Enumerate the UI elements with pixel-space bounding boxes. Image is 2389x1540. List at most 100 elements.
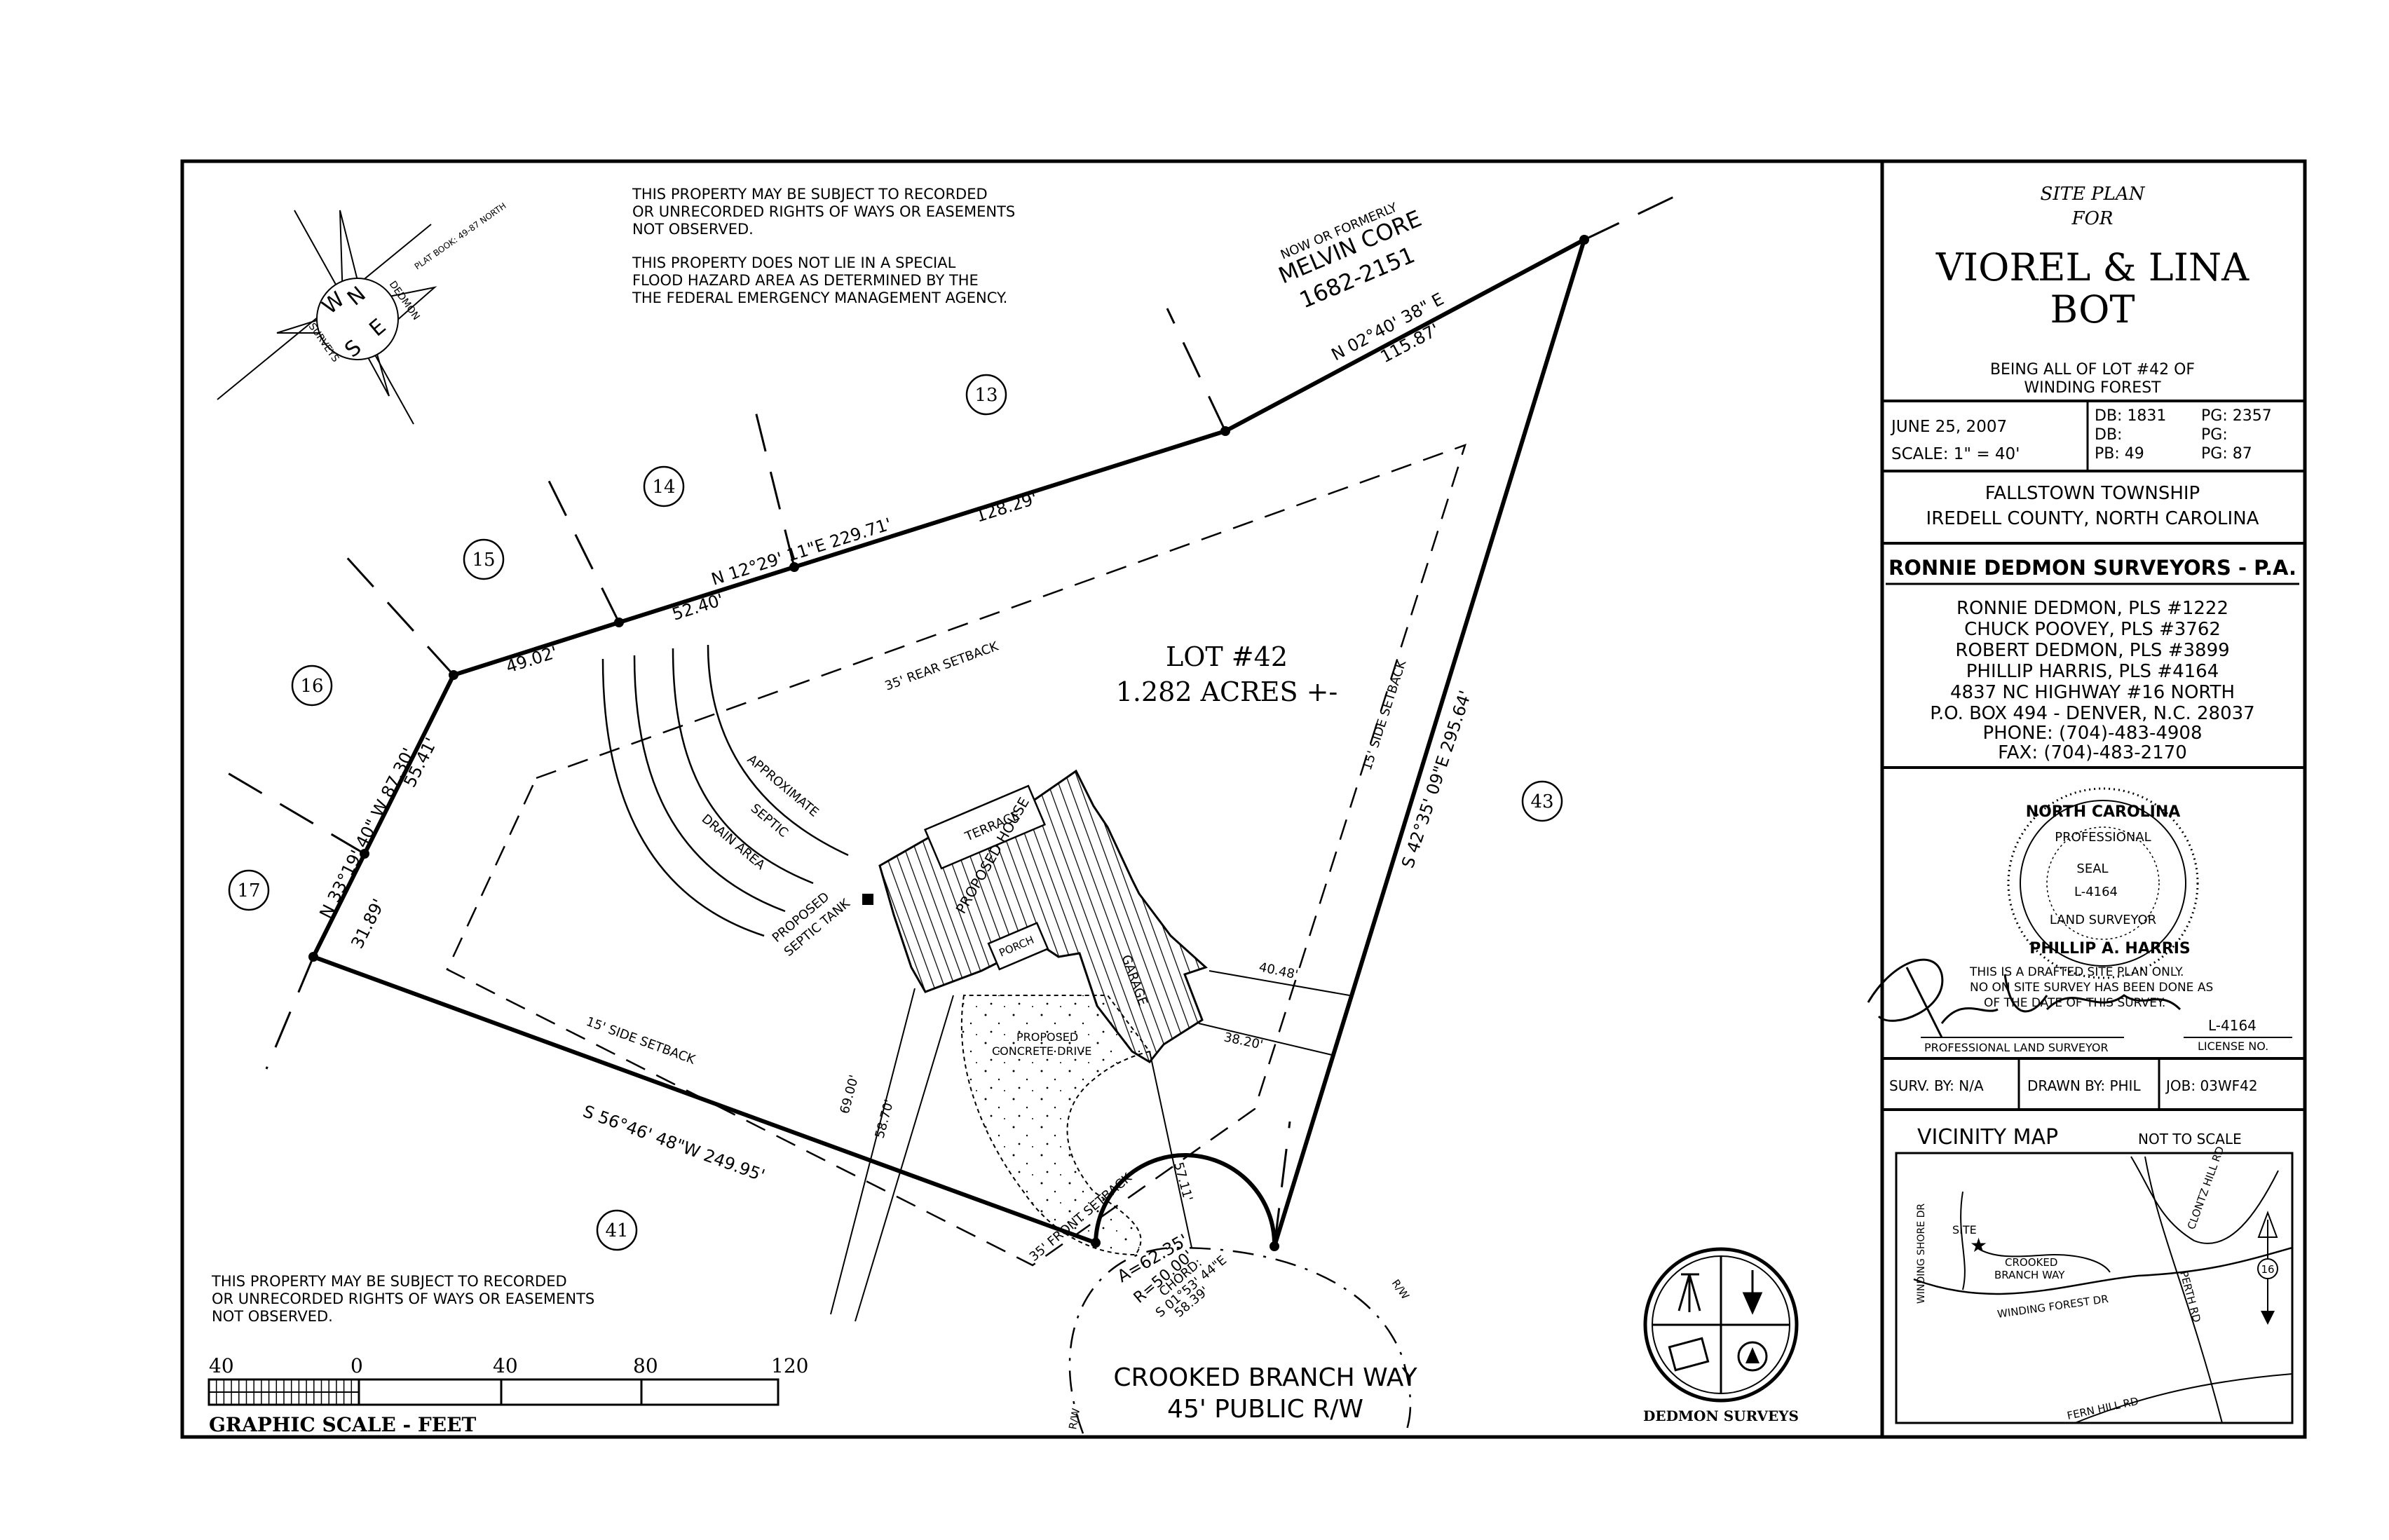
seg-12829: 128.29' (973, 489, 1040, 526)
crooked-label-1: CROOKED (2005, 1256, 2057, 1269)
clontz-hill-label: CLONTZ HILL RD (2185, 1145, 2227, 1231)
lot-marker-16: 16 (291, 665, 333, 707)
svg-text:13: 13 (974, 385, 998, 406)
winding-forest-road (1913, 1246, 2293, 1295)
dim-5870: 58.70' (873, 1098, 897, 1140)
being-lot-line2: WINDING FOREST (2024, 379, 2161, 397)
drive-label-1: PROPOSED (1016, 1030, 1078, 1044)
perth-label: PERTH RD (2177, 1269, 2203, 1323)
road-name: CROOKED BRANCH WAY (1113, 1363, 1417, 1392)
dim-3820: 38.20' (1223, 1030, 1265, 1052)
page-2: PG: (2201, 426, 2228, 444)
plan-date: JUNE 25, 2007 (1890, 418, 2007, 436)
svg-text:41: 41 (605, 1220, 628, 1241)
lot-marker-14: 14 (643, 465, 685, 507)
crooked-label-2: BRANCH WAY (1994, 1269, 2065, 1281)
graphic-scale: 40 0 40 80 120 GRAPHIC SCALE - FEET (207, 1354, 808, 1436)
deed-book-2: DB: (2095, 426, 2122, 444)
vicinity-frame (1895, 1152, 2294, 1424)
dim-5711: 57.11' (1171, 1161, 1195, 1203)
lot-acreage: 1.282 ACRES +- (1116, 676, 1338, 707)
page-1: PG: 2357 (2201, 407, 2272, 425)
phone: PHONE: (704)-483-4908 (1982, 723, 2202, 744)
svg-text:15: 15 (472, 550, 495, 571)
firm-name: RONNIE DEDMON SURVEYORS - P.A. (1888, 556, 2296, 580)
clontz-hill-road (2130, 1156, 2279, 1244)
drain-area-line2: SEPTIC (748, 801, 791, 840)
vicinity-map: VICINITY MAP NOT TO SCALE ★ SITE CROOKED… (1895, 1125, 2294, 1424)
drafted-note-3: OF THE DATE OF THIS SURVEY. (1984, 996, 2165, 1010)
site-plan-label: SITE PLAN (2041, 184, 2146, 205)
dedmon-logo: DEDMON SURVEYS (1643, 1247, 1799, 1424)
target-icon (1737, 1341, 1768, 1372)
seal-professional: PROFESSIONAL (2055, 830, 2151, 845)
scale-tick-80: 80 (633, 1354, 658, 1377)
surveyor-2: CHUCK POOVEY, PLS #3762 (1964, 619, 2221, 640)
logo-name: DEDMON SURVEYS (1643, 1408, 1799, 1424)
scale-tick-40a: 40 (209, 1354, 234, 1377)
license-caption: LICENSE NO. (2198, 1040, 2268, 1053)
note-bottom-3: NOT OBSERVED. (212, 1308, 333, 1325)
site-star-icon: ★ (1970, 1234, 1987, 1257)
north-line-bearing: N 12°29' 11"E 229.71' (709, 514, 894, 589)
dim-69: 69.00' (838, 1073, 862, 1115)
bearings-and-distances: N 12°29' 11"E 229.71' 128.29' 52.40' 49.… (315, 289, 1475, 1320)
note-bottom-1: THIS PROPERTY MAY BE SUBJECT TO RECORDED (211, 1273, 567, 1290)
adjoiner-owner: NOW OR FORMERLY MELVIN CORE 1682-2151 (1274, 200, 1425, 313)
lot-number-markers: 13 14 15 16 17 41 43 (228, 374, 1563, 1251)
scale-caption: GRAPHIC SCALE - FEET (209, 1413, 476, 1436)
for-label: FOR (2071, 208, 2114, 229)
note-top-1: THIS PROPERTY MAY BE SUBJECT TO RECORDED (632, 186, 988, 203)
plumb-bob-icon (1742, 1270, 1763, 1315)
job-number: JOB: 03WF42 (2165, 1077, 2258, 1094)
fax: FAX: (704)-483-2170 (1998, 742, 2187, 763)
svg-text:16: 16 (300, 676, 323, 697)
sw-side-setback-label: 15' SIDE SETBACK (584, 1014, 697, 1068)
drawn-by: DRAWN BY: PHIL (2027, 1077, 2141, 1094)
rw-label-right: R/W (1389, 1277, 1412, 1302)
note-top-2: OR UNRECORDED RIGHTS OF WAYS OR EASEMENT… (632, 203, 1015, 220)
lot-boundary (310, 235, 1588, 1247)
deed-book-1: DB: 1831 (2095, 407, 2166, 425)
lot-title: LOT #42 (1166, 641, 1288, 672)
surveyor-3: ROBERT DEDMON, PLS #3899 (1955, 640, 2229, 661)
drafted-note-2: NO ON SITE SURVEY HAS BEEN DONE AS (1970, 981, 2213, 995)
porch (987, 922, 1049, 971)
seal-land-surveyor: LAND SURVEYOR (2050, 913, 2156, 927)
seal-name: PHILLIP A. HARRIS (2029, 940, 2191, 958)
title-block: SITE PLAN FOR VIOREL & LINA BOT BEING AL… (1867, 184, 2305, 1424)
seal-word: SEAL (2076, 861, 2108, 876)
scale-tick-120: 120 (771, 1354, 808, 1377)
drive-label-2: CONCRETE DRIVE (992, 1044, 1091, 1058)
building-setback-line (446, 443, 1466, 1267)
svg-text:43: 43 (1530, 791, 1553, 812)
fern-hill-label: FERN HILL RD (2066, 1395, 2139, 1422)
terrace (923, 784, 1047, 870)
scale-tick-40b: 40 (493, 1354, 518, 1377)
plat-book: PB: 49 (2095, 445, 2144, 463)
note-flood-2: FLOOD HAZARD AREA AS DETERMINED BY THE (632, 272, 979, 289)
address-1: 4837 NC HIGHWAY #16 NORTH (1950, 682, 2235, 703)
address-2: P.O. BOX 494 - DENVER, N.C. 28037 (1930, 703, 2254, 724)
lot-marker-13: 13 (965, 374, 1007, 416)
fern-hill-road (2074, 1373, 2293, 1424)
lot-marker-41: 41 (596, 1209, 638, 1251)
pls-caption: PROFESSIONAL LAND SURVEYOR (1924, 1041, 2109, 1054)
plan-sheet-icon (1668, 1337, 1710, 1372)
crooked-branch-road (1976, 1247, 2111, 1273)
svg-text:17: 17 (237, 880, 260, 901)
surveyor-1: RONNIE DEDMON, PLS #1222 (1956, 598, 2228, 619)
compass-plat-book: PLAT BOOK: 49-87 NORTH (413, 200, 508, 271)
drafted-note-1: THIS IS A DRAFTED SITE PLAN ONLY. (1969, 965, 2184, 979)
page-3: PG: 87 (2201, 445, 2252, 463)
road-row: 45' PUBLIC R/W (1167, 1395, 1363, 1424)
perth-road (2144, 1156, 2223, 1424)
sheet-border (180, 159, 2307, 1439)
surveyor-seal: NORTH CAROLINA PROFESSIONAL SEAL L-4164 … (2007, 787, 2199, 979)
surveyor-4: PHILLIP HARRIS, PLS #4164 (1966, 661, 2219, 682)
winding-shore-road (1960, 1191, 1966, 1290)
surveyed-by: SURV. BY: N/A (1889, 1077, 1984, 1094)
dimension-lines (830, 970, 1350, 1322)
septic-drain-area (601, 644, 849, 937)
